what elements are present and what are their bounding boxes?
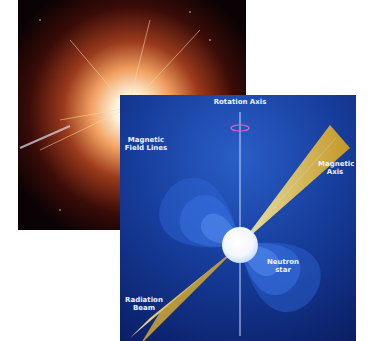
- axis-label: Magnetic Axis: [318, 160, 352, 176]
- star-label: Neutron star: [258, 258, 308, 274]
- field-label: Magnetic Field Lines: [124, 136, 168, 152]
- beam-label: Radiation Beam: [124, 296, 164, 312]
- axis-label: Rotation Axis: [212, 98, 268, 106]
